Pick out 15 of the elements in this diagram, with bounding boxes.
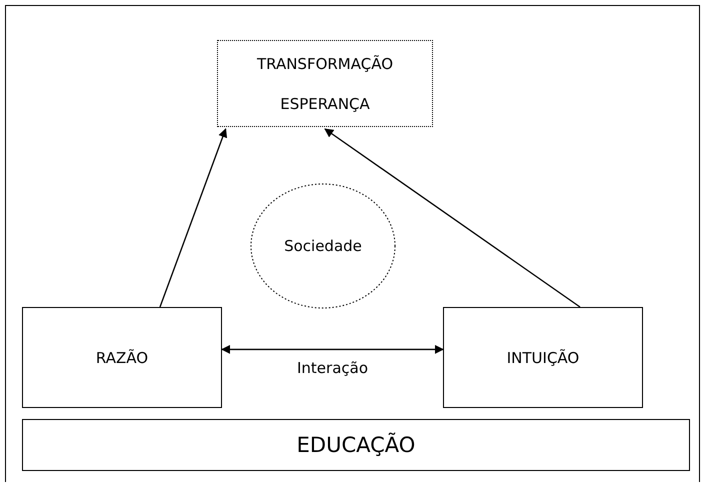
arrow [221, 344, 444, 354]
base-bar [22, 419, 690, 471]
node-label: INTUIÇÃO [506, 348, 580, 366]
process-box [443, 307, 643, 408]
edge-label: Interação [296, 359, 368, 378]
node-label: EDUCAÇÃO [296, 433, 416, 457]
dotted-box [217, 40, 433, 127]
process-box [22, 307, 222, 408]
node-label: TRANSFORMAÇÃO [256, 54, 394, 72]
arrow [159, 128, 228, 308]
node-label: Sociedade [284, 237, 362, 255]
node-label: RAZÃO [96, 348, 148, 366]
dotted-ellipse [250, 183, 396, 309]
node-label: ESPERANÇA [280, 94, 370, 112]
arrow [324, 128, 580, 308]
